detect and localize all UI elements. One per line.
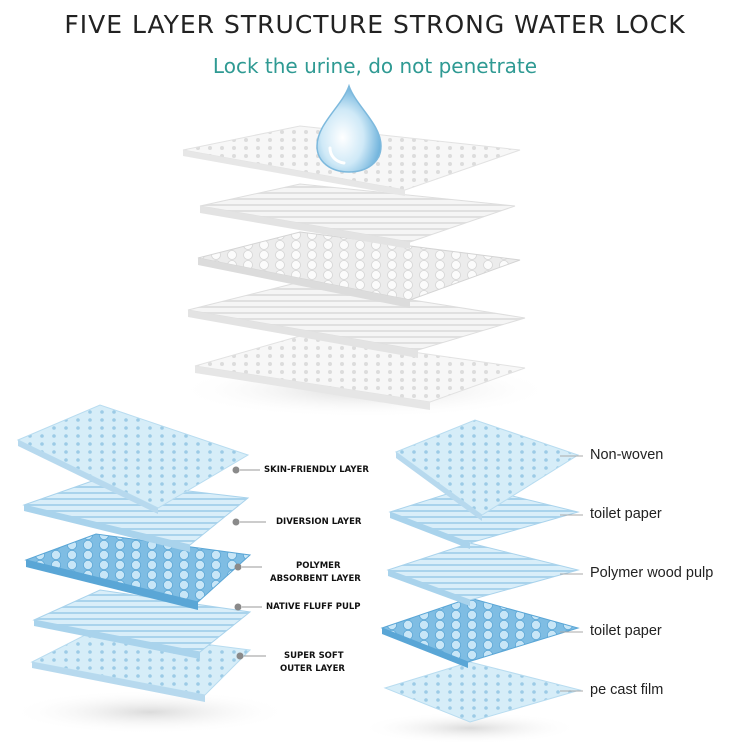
label-super-soft: SUPER SOFT — [284, 651, 344, 661]
right-layer-2 — [388, 485, 580, 549]
top-layer-5 — [194, 335, 526, 410]
page-title: FIVE LAYER STRUCTURE STRONG WATER LOCK — [64, 10, 686, 39]
label-absorbent-layer: ABSORBENT LAYER — [270, 574, 361, 584]
right-layer-3 — [386, 542, 580, 606]
right-layer-4 — [380, 597, 580, 668]
label-toilet-paper-1: toilet paper — [590, 506, 662, 522]
label-skin-friendly-layer: SKIN-FRIENDLY LAYER — [264, 465, 369, 475]
right-layer-5 — [383, 661, 582, 723]
label-native-fluff-pulp: NATIVE FLUFF PULP — [266, 602, 361, 612]
left-layer-2 — [22, 479, 250, 552]
page-subtitle: Lock the urine, do not penetrate — [212, 54, 538, 78]
label-polymer-wood-pulp: Polymer wood pulp — [590, 565, 714, 581]
top-layer-4 — [187, 281, 526, 358]
top-layer-3 — [197, 231, 521, 308]
label-polymer: POLYMER — [296, 561, 341, 571]
top-layer-2 — [199, 183, 516, 249]
label-outer-layer: OUTER LAYER — [280, 664, 345, 674]
label-pe-cast-film: pe cast film — [590, 682, 664, 698]
left-layer-1 — [16, 404, 250, 514]
left-layer-3 — [24, 533, 252, 610]
label-non-woven: Non-woven — [590, 447, 664, 463]
water-drop-icon — [316, 83, 382, 173]
left-connectors — [232, 466, 266, 660]
right-layer-1 — [394, 419, 580, 521]
label-toilet-paper-2: toilet paper — [590, 623, 662, 639]
label-diversion-layer: DIVERSION LAYER — [276, 517, 362, 527]
right-connectors — [560, 455, 583, 692]
